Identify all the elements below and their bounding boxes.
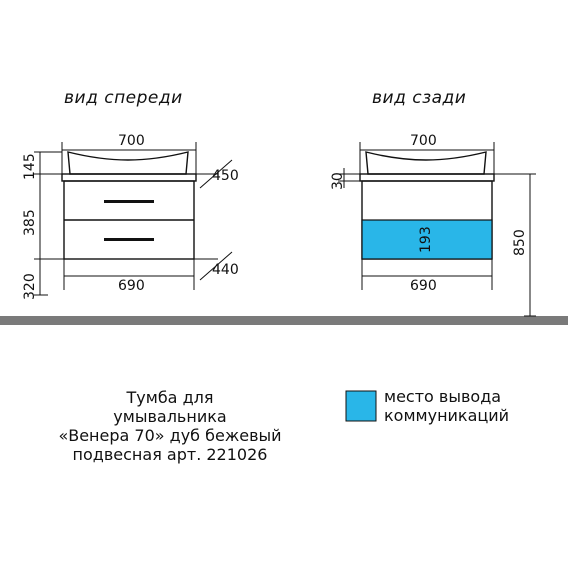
back-countertop	[359, 173, 495, 182]
floor-line	[0, 316, 568, 325]
front-depth-bottom: 440	[212, 262, 239, 278]
front-width-top: 700	[118, 133, 145, 149]
product-caption: Тумба для умывальника «Венера 70» дуб бе…	[50, 388, 290, 464]
front-handle-top	[104, 200, 154, 203]
legend-swatch	[345, 390, 377, 422]
back-width-top: 700	[410, 133, 437, 149]
back-basin	[365, 151, 487, 175]
front-height-body: 385	[22, 209, 38, 236]
legend-line-2: коммуникаций	[384, 406, 510, 425]
back-height-top: 30	[330, 172, 346, 190]
front-view-title: вид спереди	[64, 88, 183, 108]
back-view-title: вид сзади	[372, 88, 467, 108]
front-depth-top: 450	[212, 168, 239, 184]
front-countertop	[61, 173, 197, 182]
caption-line-4: подвесная арт. 221026	[72, 445, 268, 464]
legend-line-1: место вывода	[384, 387, 502, 406]
front-height-basin: 145	[22, 153, 38, 180]
caption-line-3: «Венера 70» дуб бежевый	[58, 426, 282, 445]
front-view-drawing	[61, 151, 197, 260]
back-width-bottom: 690	[410, 278, 437, 294]
front-dimensions	[34, 142, 233, 296]
back-zone-height: 193	[418, 226, 434, 253]
back-total-height: 850	[512, 229, 528, 256]
front-height-mount: 320	[22, 273, 38, 300]
caption-line-2: умывальника	[113, 407, 227, 426]
front-handle-bottom	[104, 238, 154, 241]
front-width-bottom: 690	[118, 278, 145, 294]
back-dimensions	[338, 142, 536, 317]
caption-line-1: Тумба для	[126, 388, 214, 407]
legend-label: место вывода коммуникаций	[384, 387, 509, 425]
communications-zone	[361, 219, 493, 260]
front-basin	[67, 151, 189, 175]
